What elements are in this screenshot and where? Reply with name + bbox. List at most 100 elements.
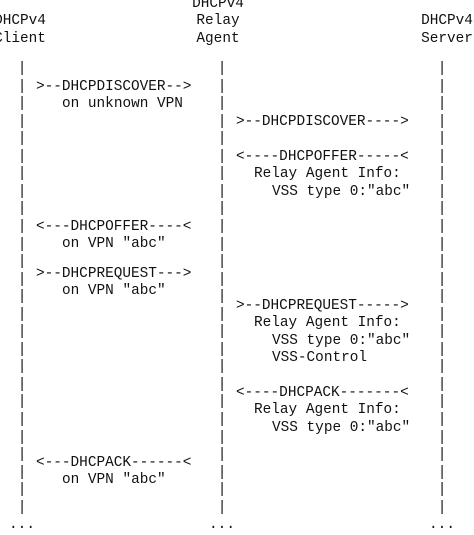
note-vss-type-offer: VSS type 0:"abc" — [272, 184, 411, 200]
client-lifeline-glyph: | — [17, 464, 27, 481]
client-lifeline-glyph: | — [17, 78, 27, 95]
server-lifeline-glyph: | — [437, 131, 447, 148]
server-lifeline-glyph: | — [437, 464, 447, 481]
relay-lifeline-glyph: | — [217, 236, 227, 253]
relay-header-line-3: Agent — [196, 31, 240, 47]
server-lifeline-glyph: | — [437, 183, 447, 200]
server-lifeline-glyph: | — [437, 324, 447, 341]
client-lifeline-glyph: | — [17, 271, 27, 288]
client-lifeline-glyph: | — [17, 447, 27, 464]
relay-lifeline-glyph: | — [217, 376, 227, 393]
client-lifeline-glyph: | — [17, 341, 27, 358]
server-lifeline-glyph: | — [437, 166, 447, 183]
server-lifeline-glyph: | — [437, 113, 447, 130]
relay-lifeline-glyph: | — [217, 324, 227, 341]
client-lifeline-glyph: | — [17, 482, 27, 499]
client-lifeline-glyph: | — [17, 412, 27, 428]
server-lifeline-glyph: | — [437, 499, 447, 516]
server-lifeline-glyph: | — [437, 236, 447, 253]
note-vpn-abc-ack: on VPN "abc" — [62, 472, 166, 488]
server-lifeline-glyph: | — [437, 482, 447, 499]
note-relay-agent-info-request: Relay Agent Info: — [254, 315, 401, 331]
client-lifeline-glyph: | — [17, 61, 27, 77]
message-request-client: >--DHCPREQUEST---> — [36, 266, 192, 282]
relay-lifeline-glyph: | — [217, 306, 227, 323]
client-lifeline-glyph: | — [17, 359, 27, 376]
relay-lifeline-glyph: | — [217, 148, 227, 165]
note-unknown-vpn: on unknown VPN — [62, 96, 183, 112]
message-ack-relay: <---DHCPACK------< — [36, 455, 192, 471]
relay-lifeline-glyph: | — [217, 78, 227, 95]
client-lifeline-glyph: | — [17, 113, 27, 130]
server-lifeline-glyph: | — [437, 394, 447, 411]
server-lifeline-glyph: | — [437, 201, 447, 218]
server-header-line-2: Server — [421, 31, 473, 47]
server-lifeline-glyph: | — [437, 429, 447, 446]
relay-lifeline-glyph: | — [217, 359, 227, 376]
relay-continuation-text: ... — [209, 517, 235, 533]
server-lifeline-glyph: | — [437, 359, 447, 376]
client-lifeline-glyph: | — [17, 306, 27, 323]
relay-lifeline-glyph: | — [217, 429, 227, 446]
relay-lifeline-glyph: | — [217, 166, 227, 183]
relay-lifeline-glyph: | — [217, 289, 227, 306]
message-discover-relay: >--DHCPDISCOVER----> — [236, 114, 409, 130]
relay-lifeline-glyph: | — [217, 201, 227, 218]
client-lifeline-glyph: | — [17, 289, 27, 306]
note-vss-type-ack: VSS type 0:"abc" — [272, 420, 411, 436]
relay-lifeline-glyph: | — [217, 499, 227, 516]
server-continuation-text: ... — [429, 517, 455, 533]
server-lifeline-glyph: | — [437, 218, 447, 235]
relay-header-line-1: DHCPv4 — [192, 0, 244, 12]
relay-lifeline-glyph: | — [217, 254, 227, 271]
relay-lifeline-glyph: | — [217, 61, 227, 77]
client-lifeline-glyph: | — [17, 324, 27, 341]
client-lifeline-glyph: | — [17, 96, 27, 113]
client-lifeline-glyph: | — [17, 218, 27, 235]
server-lifeline-glyph: | — [437, 78, 447, 95]
server-lifeline-glyph: | — [437, 341, 447, 358]
client-lifeline-glyph: | — [17, 376, 27, 393]
relay-lifeline-glyph: | — [217, 183, 227, 200]
relay-lifeline-glyph: | — [217, 412, 227, 428]
server-lifeline-glyph: | — [437, 447, 447, 464]
note-relay-agent-info-offer: Relay Agent Info: — [254, 166, 401, 182]
message-discover-client: >--DHCPDISCOVER--> — [36, 79, 192, 95]
client-lifeline-glyph: | — [17, 394, 27, 411]
server-lifeline-glyph: | — [437, 412, 447, 428]
message-offer-server: <----DHCPOFFER-----< — [236, 149, 409, 165]
server-lifeline-glyph: | — [437, 61, 447, 77]
relay-lifeline-glyph: | — [217, 131, 227, 148]
relay-lifeline-glyph: | — [217, 271, 227, 288]
client-lifeline-glyph: | — [17, 131, 27, 148]
client-lifeline-glyph: | — [17, 166, 27, 183]
relay-lifeline-glyph: | — [217, 113, 227, 130]
relay-lifeline-glyph: | — [217, 394, 227, 411]
server-lifeline-glyph: | — [437, 306, 447, 323]
client-lifeline-glyph: | — [17, 148, 27, 165]
client-continuation-text: ... — [9, 517, 35, 533]
client-lifeline-glyph: | — [17, 236, 27, 253]
note-vpn-abc-offer: on VPN "abc" — [62, 236, 166, 252]
note-vpn-abc-request: on VPN "abc" — [62, 283, 166, 299]
client-lifeline-glyph: | — [17, 183, 27, 200]
note-relay-agent-info-ack: Relay Agent Info: — [254, 402, 401, 418]
server-lifeline-glyph: | — [437, 96, 447, 113]
message-request-relay: >--DHCPREQUEST-----> — [236, 298, 409, 314]
note-vss-control: VSS-Control — [272, 350, 367, 366]
note-vss-type-request: VSS type 0:"abc" — [272, 333, 411, 349]
server-lifeline-glyph: | — [437, 289, 447, 306]
client-header-line-2: Client — [0, 31, 46, 47]
server-header-line-1: DHCPv4 — [421, 13, 473, 29]
relay-lifeline-glyph: | — [217, 464, 227, 481]
relay-lifeline-glyph: | — [217, 96, 227, 113]
relay-lifeline-glyph: | — [217, 447, 227, 464]
server-lifeline-glyph: | — [437, 148, 447, 165]
relay-lifeline-glyph: | — [217, 341, 227, 358]
server-lifeline-glyph: | — [437, 376, 447, 393]
message-offer-relay: <---DHCPOFFER----< — [36, 219, 192, 235]
client-lifeline-glyph: | — [17, 429, 27, 446]
client-lifeline-glyph: | — [17, 254, 27, 271]
relay-lifeline-glyph: | — [217, 218, 227, 235]
relay-lifeline-glyph: | — [217, 482, 227, 499]
